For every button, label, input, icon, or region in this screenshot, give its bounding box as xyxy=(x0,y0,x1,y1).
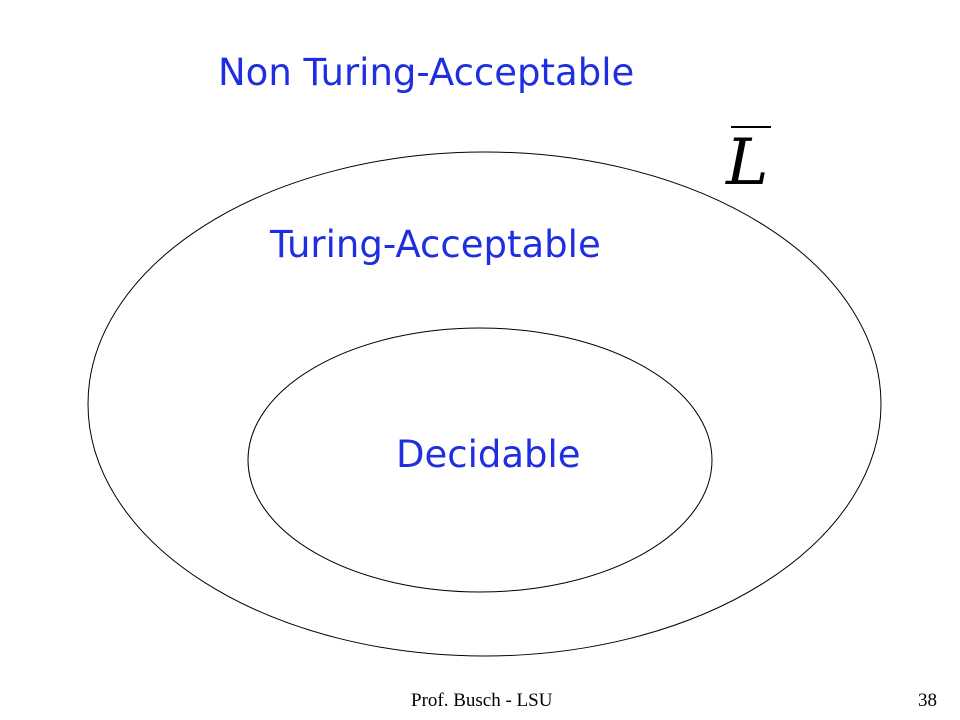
language-complement-symbol: L xyxy=(726,126,769,200)
complement-overline xyxy=(731,126,771,128)
turing-acceptable-region xyxy=(87,151,882,657)
page-number: 38 xyxy=(918,690,937,711)
decidable-region xyxy=(247,327,713,593)
turing-acceptable-label: Turing-Acceptable xyxy=(270,223,601,266)
decidable-label: Decidable xyxy=(396,433,581,476)
footer-author: Prof. Busch - LSU xyxy=(411,690,553,711)
non-turing-acceptable-label: Non Turing-Acceptable xyxy=(218,51,635,94)
